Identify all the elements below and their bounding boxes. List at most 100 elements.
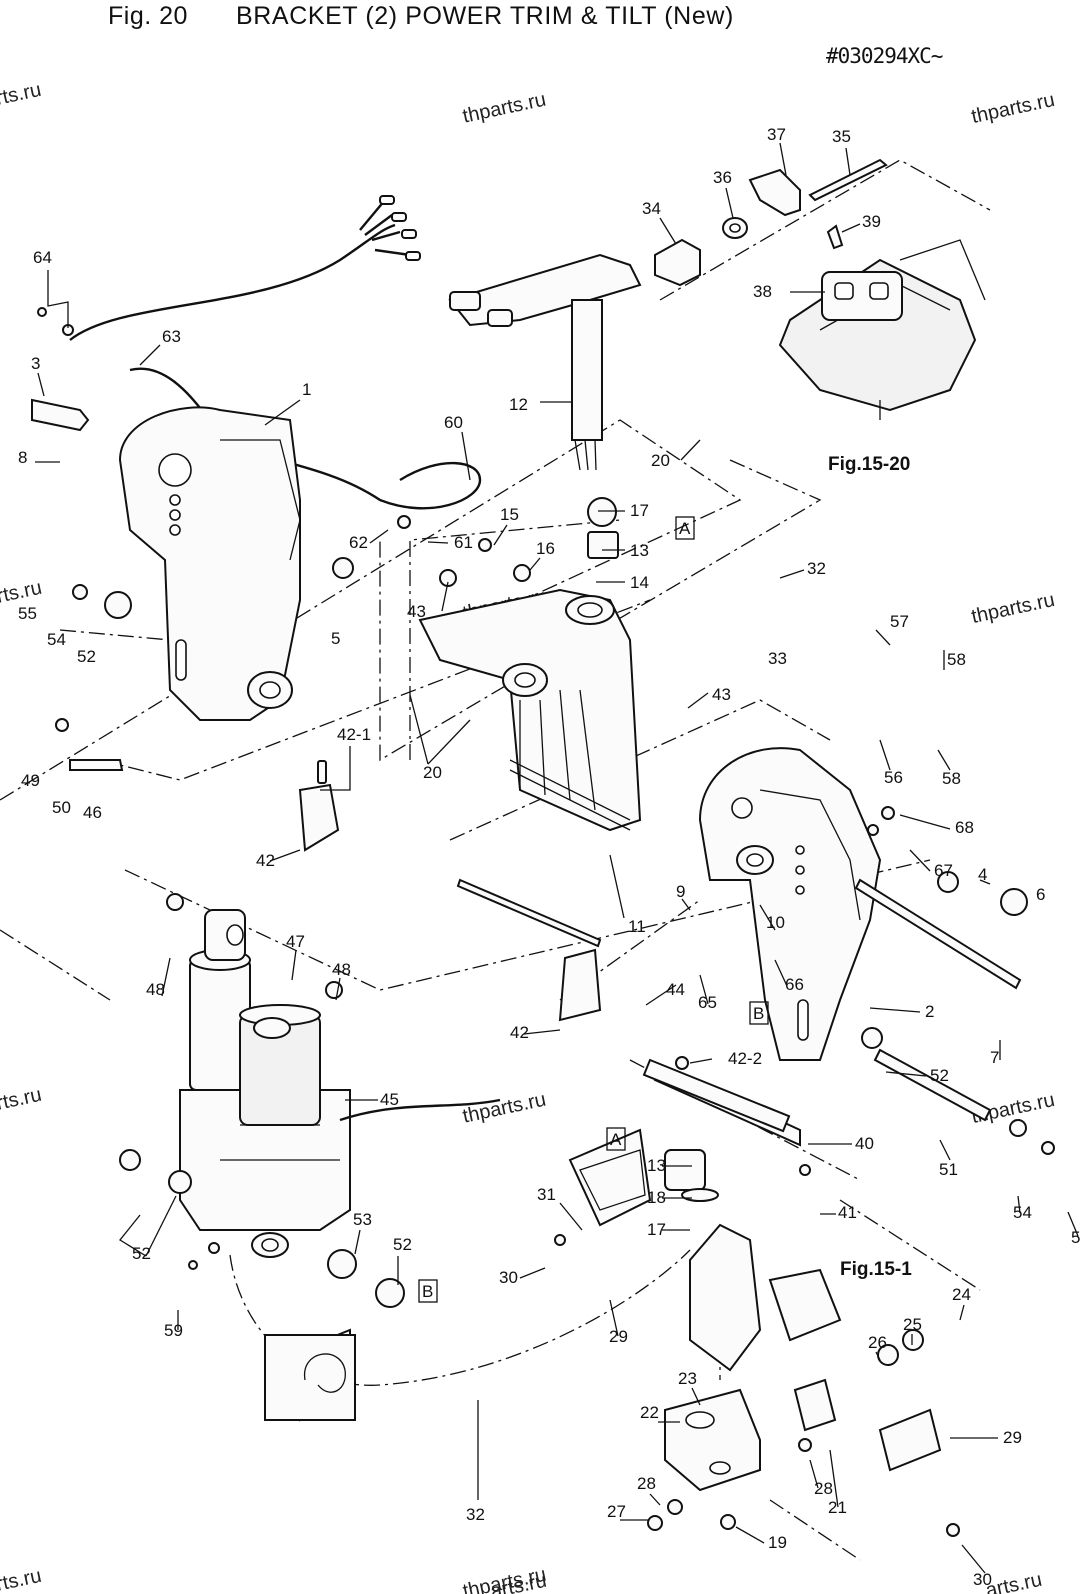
- clamp-bracket-left: [118, 406, 301, 721]
- watermark: thparts.ru: [461, 89, 548, 128]
- callout-16: 16: [536, 539, 555, 558]
- callout-62: 62: [349, 533, 368, 552]
- callout-4: 4: [978, 865, 987, 884]
- callout-57: 57: [890, 612, 909, 631]
- lower-parts: [264, 1128, 942, 1492]
- callout-67: 67: [934, 861, 953, 880]
- callout-11: 11: [628, 917, 646, 936]
- callout-25: 25: [903, 1315, 922, 1334]
- callout-39: 39: [862, 212, 881, 231]
- callout-27: 27: [607, 1502, 626, 1521]
- callout-51: 51: [939, 1160, 958, 1179]
- callout-23: 23: [678, 1369, 697, 1388]
- callout-26: 26: [868, 1333, 887, 1352]
- callout-41: 41: [838, 1203, 857, 1222]
- fasteners: [37, 307, 1055, 1537]
- callout-49: 49: [21, 771, 40, 790]
- callout-46: 46: [83, 803, 102, 822]
- callout-42-2: 42-2: [728, 1049, 762, 1068]
- callout-8: 8: [18, 448, 27, 467]
- callout-40: 40: [855, 1134, 874, 1153]
- callout-24: 24: [952, 1285, 971, 1304]
- reference-fig-15-1: Fig.15-1: [840, 1259, 912, 1280]
- box-label-a: A: [610, 1130, 622, 1149]
- callout-13: 13: [630, 541, 649, 560]
- box-label-b: B: [422, 1282, 433, 1301]
- callout-52: 52: [393, 1235, 412, 1254]
- callout-34: 34: [642, 199, 661, 218]
- box-label-a: A: [679, 519, 691, 538]
- callout-18: 18: [647, 1188, 666, 1207]
- callout-59: 59: [164, 1321, 183, 1340]
- callout-42: 42: [256, 851, 275, 870]
- callout-29: 29: [1003, 1428, 1022, 1447]
- callout-17: 17: [630, 501, 649, 520]
- serial-range: #030294XC~: [826, 44, 943, 68]
- callout-52: 52: [930, 1066, 949, 1085]
- callout-63: 63: [162, 327, 181, 346]
- callout-43: 43: [407, 602, 426, 621]
- callout-12: 12: [509, 395, 528, 414]
- callout-10: 10: [766, 913, 785, 932]
- callout-19: 19: [768, 1533, 787, 1552]
- callout-32: 32: [807, 559, 826, 578]
- callout-37: 37: [767, 125, 786, 144]
- reference-fig-15-20: Fig.15-20: [828, 454, 910, 475]
- callout-53: 53: [353, 1210, 372, 1229]
- callout-68: 68: [955, 818, 974, 837]
- callout-48: 48: [146, 980, 165, 999]
- callout-28: 28: [814, 1479, 833, 1498]
- callout-3: 3: [31, 354, 40, 373]
- callout-28: 28: [637, 1474, 656, 1493]
- trim-tilt-unit: [179, 909, 501, 1258]
- wire-harness: [69, 195, 482, 510]
- callout-54: 54: [47, 630, 66, 649]
- callout-29: 29: [609, 1327, 628, 1346]
- bushing-34-36-37: [654, 158, 888, 287]
- watermark: thparts.ru: [461, 1089, 548, 1128]
- callout-1: 1: [302, 380, 311, 399]
- callout-42: 42: [510, 1023, 529, 1042]
- watermark: arts.ru: [984, 1569, 1044, 1594]
- shafts-and-bolts: [31, 398, 1022, 1147]
- callout-31: 31: [537, 1185, 556, 1204]
- callout-5: 5: [331, 629, 340, 648]
- callout-43: 43: [712, 685, 731, 704]
- callout-13: 13: [647, 1156, 666, 1175]
- callout-55: 55: [1071, 1228, 1080, 1247]
- swivel-bracket: [418, 588, 642, 832]
- callout-61: 61: [454, 533, 473, 552]
- callout-58: 58: [942, 769, 961, 788]
- callouts: 37 35 36 34 39 38 64 63 3 1 12 8 60 20 1…: [18, 125, 1080, 1589]
- callout-2: 2: [925, 1002, 934, 1021]
- callout-15: 15: [500, 505, 519, 524]
- steering-arm: [448, 253, 642, 471]
- watermark: rts.ru: [0, 1565, 43, 1594]
- clamp-bracket-right: [698, 747, 882, 1061]
- callout-17: 17: [647, 1220, 666, 1239]
- callout-6: 6: [1036, 885, 1045, 904]
- callout-58: 58: [947, 650, 966, 669]
- watermark: thparts.ru: [969, 89, 1056, 128]
- callout-66: 66: [785, 975, 804, 994]
- callout-44: 44: [666, 980, 685, 999]
- watermark: rts.ru: [0, 1084, 44, 1115]
- callout-45: 45: [380, 1090, 399, 1109]
- leader-lines: [35, 142, 1079, 1574]
- callout-30: 30: [499, 1268, 518, 1287]
- callout-38: 38: [753, 282, 772, 301]
- callout-21: 21: [828, 1498, 847, 1517]
- callout-54: 54: [1013, 1203, 1032, 1222]
- callout-20: 20: [423, 763, 442, 782]
- callout-33: 33: [768, 649, 787, 668]
- callout-50: 50: [52, 798, 71, 817]
- callout-42-1: 42-1: [337, 725, 371, 744]
- callout-35: 35: [832, 127, 851, 146]
- callout-55: 55: [18, 604, 37, 623]
- callout-64: 64: [33, 248, 52, 267]
- watermark: thparts.ru: [969, 589, 1056, 628]
- callout-7: 7: [990, 1048, 999, 1067]
- watermark: rts.ru: [0, 79, 43, 110]
- box-labels: A A B B: [418, 516, 769, 1303]
